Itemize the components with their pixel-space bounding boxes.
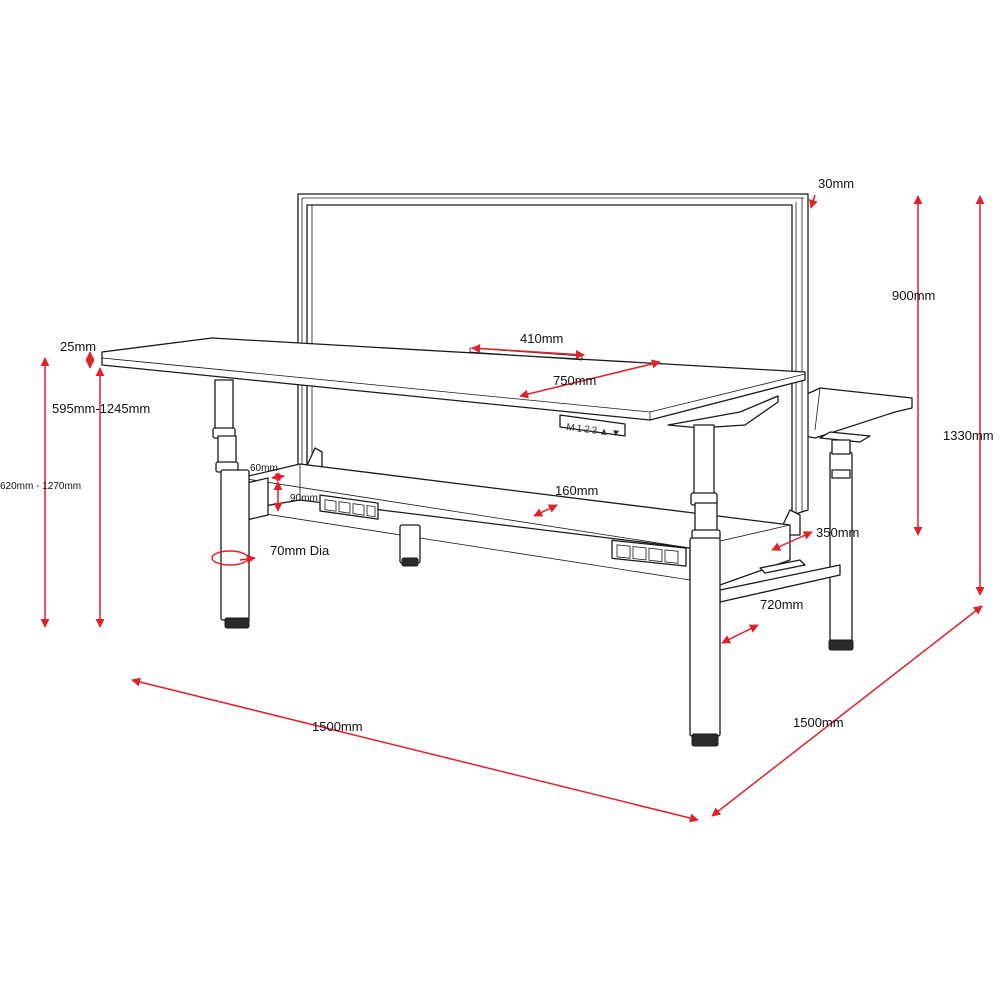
label-beam-gap: 160mm [555,483,598,498]
label-screen-thickness: 30mm [818,176,854,191]
dim-line-leg-offset [771,531,813,551]
rear-desk-top [804,387,913,443]
label-beam-height: 90mm [290,493,318,504]
label-overall-height-range: 620mm - 1270mm [0,481,81,492]
rear-right-leg [828,451,854,651]
dim-line-width-side [711,605,983,817]
front-left-leg [212,379,250,629]
label-overall-height: 1330mm [943,428,994,443]
power-outlet-left [319,494,379,520]
dim-line-beam-small [271,472,285,482]
label-width-side: 1500mm [793,715,844,730]
dimension-lines [40,194,985,823]
power-outlet-right [611,539,687,567]
label-leg-offset: 350mm [816,525,859,540]
desk-drawing: M123▲▼ [101,193,913,747]
dim-line-screen-thickness [809,194,818,209]
label-screen-height: 900mm [892,288,935,303]
desk-frame [237,463,841,603]
front-desk-top [101,337,806,429]
label-desk-depth: 750mm [553,373,596,388]
dim-line-grommet [471,344,585,359]
label-top-thickness: 25mm [60,339,96,354]
dim-line-beam-gap [533,504,558,517]
label-beam-height-small: 60mm [250,463,278,474]
dimension-labels: 30mm 900mm 1330mm 25mm 595mm-1245mm 620m… [0,176,994,734]
label-width-front: 1500mm [312,719,363,734]
label-grommet-width: 410mm [520,331,563,346]
rear-right-leg-upper [831,439,851,455]
label-foot-length: 720mm [760,597,803,612]
dim-line-foot-length [721,624,759,644]
dim-line-width-front [131,677,699,823]
label-leg-diameter: 70mm Dia [270,543,330,558]
label-top-height-range: 595mm-1245mm [52,401,150,416]
dim-line-desk-depth [519,359,661,399]
front-right-leg [689,424,721,747]
control-panel: M123▲▼ [559,414,626,440]
